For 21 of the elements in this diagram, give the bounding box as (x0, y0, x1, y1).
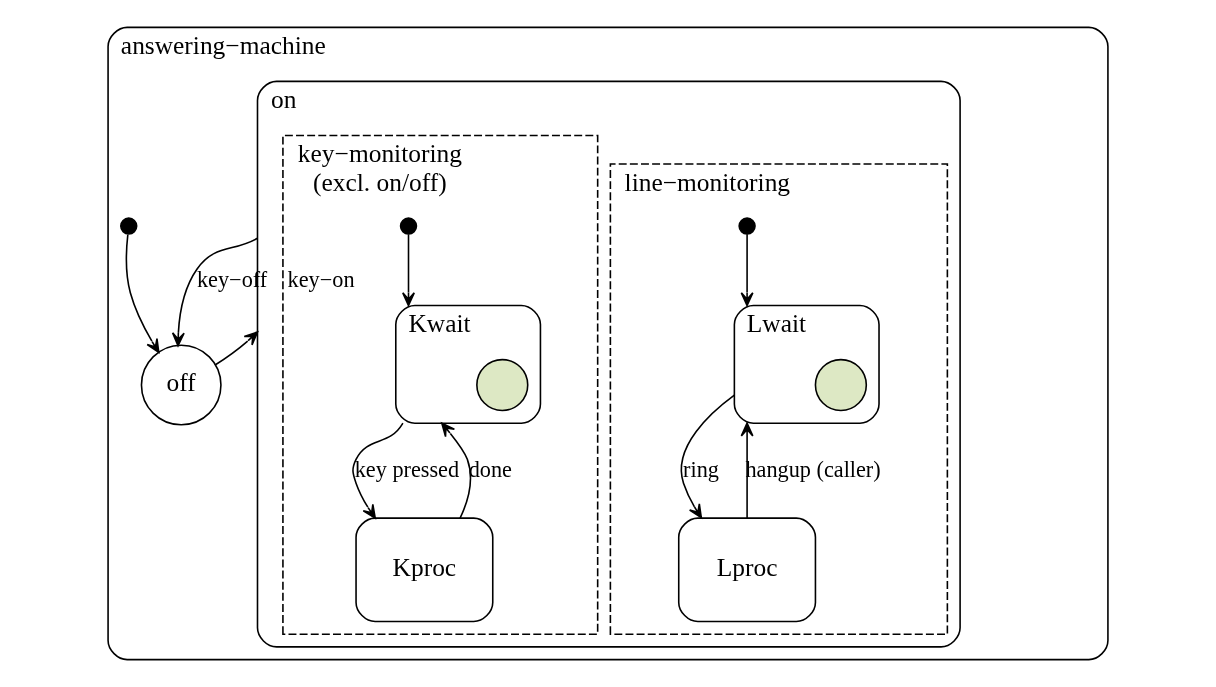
node-circle (399, 217, 418, 235)
arrow (740, 422, 754, 519)
node-circle: off (140, 344, 222, 426)
edge-label: ring (683, 457, 719, 483)
arrow (441, 422, 472, 519)
edge-label: key pressed (354, 457, 460, 483)
arrow (214, 331, 259, 366)
node-circle (476, 358, 529, 412)
arrow (125, 233, 160, 354)
arrow (680, 394, 736, 519)
node-box: Kproc (355, 517, 494, 623)
cluster: Lwait (733, 304, 880, 424)
arrow (352, 422, 404, 519)
node-circle (814, 358, 868, 412)
arrow (740, 233, 754, 307)
node-circle (120, 217, 138, 235)
edge-label: key−on (287, 266, 355, 292)
cluster: Kwait (395, 304, 542, 424)
node-circle (738, 217, 756, 235)
arrow (402, 233, 416, 307)
node-box: Lproc (677, 517, 817, 623)
